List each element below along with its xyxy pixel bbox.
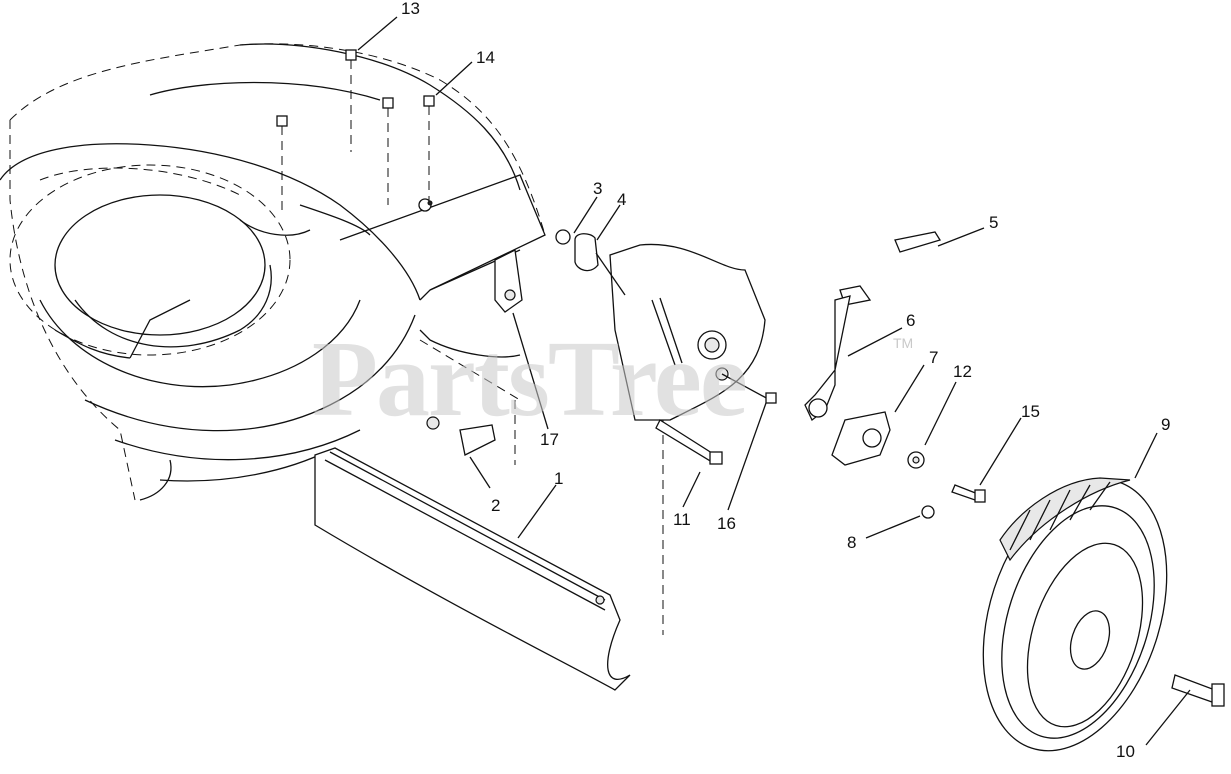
callout-2: 2 <box>491 496 501 515</box>
wheel-9 <box>982 477 1225 752</box>
deck-bolts <box>276 49 435 215</box>
bracket-17 <box>494 249 523 313</box>
watermark: PartsTree <box>312 320 748 439</box>
callout-16: 16 <box>717 514 736 533</box>
callout-17: 17 <box>540 430 559 449</box>
callout-4: 4 <box>617 190 627 209</box>
callout-15: 15 <box>1021 402 1040 421</box>
callout-leaders <box>357 16 1191 746</box>
pivot-bracket-7 <box>831 411 986 519</box>
callout-8: 8 <box>847 533 857 552</box>
callout-12: 12 <box>953 362 972 381</box>
height-lever <box>804 231 942 422</box>
callout-11: 11 <box>673 510 691 529</box>
bolts-11-16 <box>655 367 777 465</box>
callout-5: 5 <box>989 213 999 232</box>
rear-deflector-1 <box>314 447 631 691</box>
watermark-trademark: TM <box>893 335 914 351</box>
callout-9: 9 <box>1161 415 1171 434</box>
bracket-2 <box>419 339 521 465</box>
callout-1: 1 <box>554 469 564 488</box>
callout-14: 14 <box>476 48 495 67</box>
callout-13: 13 <box>401 0 420 18</box>
callout-10: 10 <box>1116 742 1135 761</box>
callout-6: 6 <box>906 311 916 330</box>
callout-7: 7 <box>929 348 939 367</box>
callout-3: 3 <box>593 179 603 198</box>
